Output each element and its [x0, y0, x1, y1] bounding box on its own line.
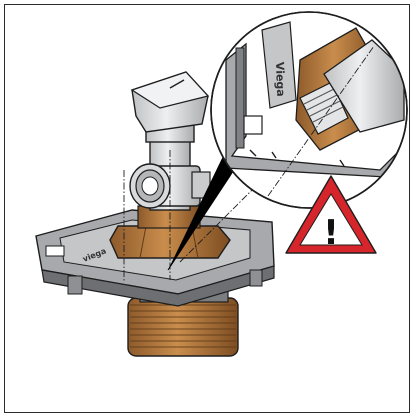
zoom-detail: Viega [210, 11, 408, 209]
alignment-lines [123, 150, 263, 282]
warning-symbol: ! [323, 213, 339, 253]
warning-icon: ! [285, 175, 377, 254]
brand-label-zoom: Viega [273, 62, 287, 97]
